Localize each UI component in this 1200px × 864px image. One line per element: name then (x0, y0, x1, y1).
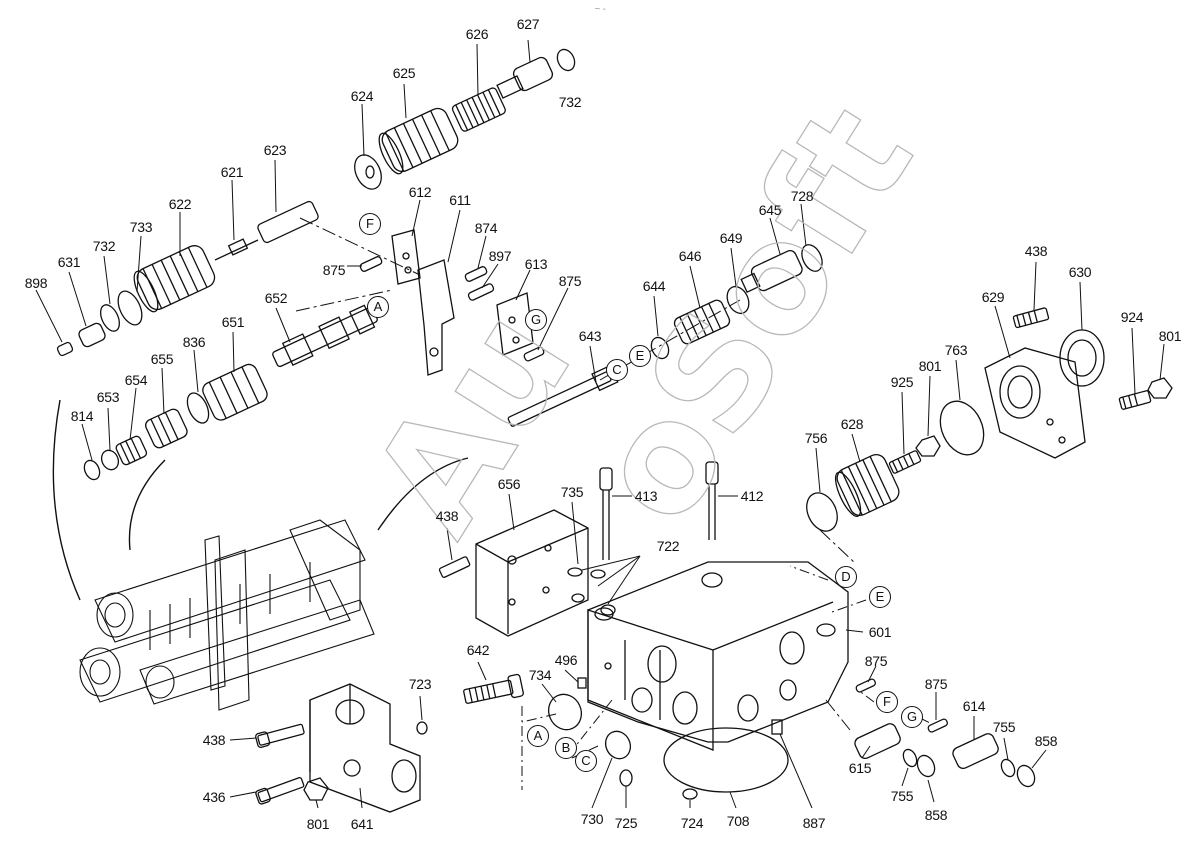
part-label: 732 (92, 238, 116, 254)
part-label: 438 (1024, 243, 1048, 259)
part-label: 601 (868, 624, 892, 640)
part-label: 887 (802, 815, 826, 831)
ref-circle: A (367, 296, 389, 318)
part-label: 413 (634, 488, 658, 504)
part-label: 645 (758, 202, 782, 218)
part-label: 734 (528, 667, 552, 683)
ref-circle: G (525, 309, 547, 331)
part-label: 631 (57, 254, 81, 270)
part-label: 836 (182, 334, 206, 350)
part-label: 814 (70, 408, 94, 424)
part-label: 875 (558, 273, 582, 289)
part-label: 875 (864, 653, 888, 669)
right-spool-assembly (507, 244, 823, 427)
part-label: 613 (524, 256, 548, 272)
part-label: 801 (306, 816, 330, 832)
part-label: 627 (516, 16, 540, 32)
part-label: 438 (435, 508, 459, 524)
part-label: 733 (129, 219, 153, 235)
bolts (463, 461, 719, 704)
second-spool-assembly (83, 304, 378, 481)
part-label: 625 (392, 65, 416, 81)
part-label: 722 (656, 538, 680, 554)
part-label: 651 (221, 314, 245, 330)
part-label: 723 (408, 676, 432, 692)
part-label: 897 (488, 248, 512, 264)
part-label: 875 (924, 676, 948, 692)
part-label: 924 (1120, 309, 1144, 325)
part-label: 412 (740, 488, 764, 504)
part-label: 628 (840, 416, 864, 432)
ref-circle: F (876, 691, 898, 713)
part-label: 646 (678, 248, 702, 264)
part-label: 614 (962, 698, 986, 714)
part-label: 630 (1068, 264, 1092, 280)
part-label: 641 (350, 816, 374, 832)
assembled-view (52, 399, 469, 711)
part-label: 623 (263, 142, 287, 158)
block-641 (255, 683, 428, 813)
part-label: 624 (350, 88, 374, 104)
part-label: 735 (560, 484, 584, 500)
part-label: 725 (614, 815, 638, 831)
part-label: 436 (202, 789, 226, 805)
part-label: 732 (558, 94, 582, 110)
ref-circle: E (869, 586, 891, 608)
part-label: 653 (96, 389, 120, 405)
part-label: 756 (804, 430, 828, 446)
part-label: 652 (264, 290, 288, 306)
part-label: 626 (465, 26, 489, 42)
part-label: 438 (202, 732, 226, 748)
part-label: 644 (642, 278, 666, 294)
part-label: 629 (981, 289, 1005, 305)
ref-circle: E (629, 345, 651, 367)
ref-circle: D (835, 566, 857, 588)
part-label: 898 (24, 275, 48, 291)
ref-circle: F (359, 213, 381, 235)
top-spool-assembly (56, 48, 576, 357)
part-label: 654 (124, 372, 148, 388)
right-cover-assembly (806, 307, 1173, 565)
ref-circle: B (555, 737, 577, 759)
part-label: 763 (944, 342, 968, 358)
part-label: 656 (497, 476, 521, 492)
part-label: 730 (580, 811, 604, 827)
part-label: 643 (578, 328, 602, 344)
part-label: 858 (924, 807, 948, 823)
part-label: 708 (726, 813, 750, 829)
ref-circle: A (527, 725, 549, 747)
part-label: 801 (1158, 328, 1182, 344)
lever-assembly (295, 229, 545, 376)
part-label: 612 (408, 184, 432, 200)
top-mark: ~ - (594, 4, 606, 15)
ref-circle: G (901, 706, 923, 728)
part-label: 875 (322, 262, 346, 278)
valve-body (587, 561, 849, 793)
part-label: 622 (168, 196, 192, 212)
leader-lines (35, 39, 1165, 809)
part-label: 858 (1034, 733, 1058, 749)
part-label: 649 (719, 230, 743, 246)
part-label: 755 (992, 719, 1016, 735)
part-label: 728 (790, 188, 814, 204)
part-label: 874 (474, 220, 498, 236)
part-label: 724 (680, 815, 704, 831)
part-label: 615 (848, 760, 872, 776)
part-label: 655 (150, 351, 174, 367)
part-label: 925 (890, 374, 914, 390)
ref-circle: C (575, 750, 597, 772)
part-label: 801 (918, 358, 942, 374)
part-label: 611 (449, 192, 471, 208)
ref-circle: C (606, 359, 628, 381)
part-label: 642 (466, 642, 490, 658)
lower-small-parts (547, 677, 1036, 800)
part-label: 755 (890, 788, 914, 804)
part-label: 496 (554, 652, 578, 668)
part-label: 621 (220, 164, 244, 180)
